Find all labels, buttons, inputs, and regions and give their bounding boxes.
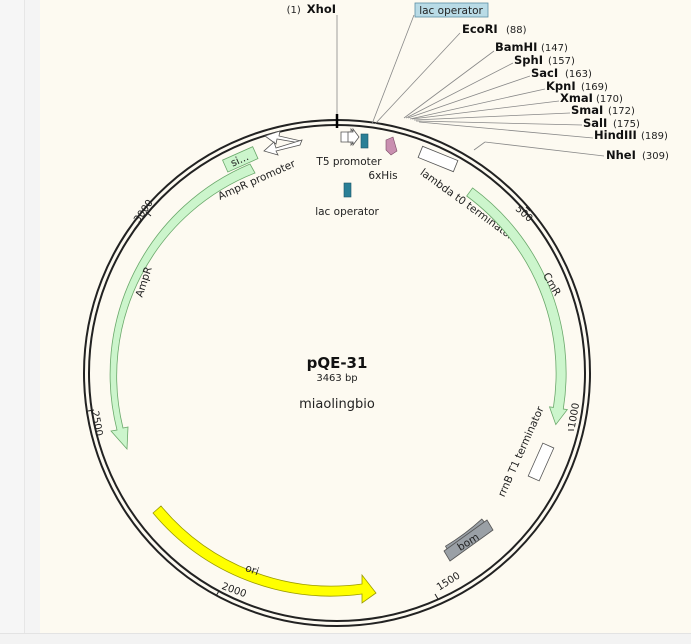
svg-text:SmaI: SmaI (571, 103, 603, 117)
svg-text:(163): (163) (565, 69, 592, 80)
t5-promoter-arrow-2 (347, 127, 360, 147)
position-ticks (87, 206, 574, 600)
site-sali: SalI (175) (583, 116, 640, 130)
site-smai: SmaI (172) (571, 103, 635, 117)
rrnb-t1-block (527, 442, 555, 482)
svg-text:XmaI: XmaI (560, 91, 593, 105)
site-nhei: NheI (309) (606, 148, 669, 162)
svg-text:SalI: SalI (583, 116, 607, 130)
site-bamhi: BamHI (147) (495, 40, 568, 54)
bottom-margin (0, 633, 691, 644)
tick-2000: 2000 (220, 581, 248, 600)
his-tag-label: 6xHis (368, 170, 397, 182)
site-xmai: XmaI(170) (560, 91, 623, 105)
svg-text:(172): (172) (608, 106, 635, 117)
svg-text:(309): (309) (642, 151, 669, 162)
site-xhoi: (1)XhoI (287, 2, 336, 16)
left-divider (24, 0, 25, 643)
svg-text:KpnI: KpnI (546, 79, 576, 93)
lac-operator-top-label: lac operator (419, 5, 483, 17)
svg-text:SacI: SacI (531, 66, 558, 80)
site-saci: SacI (163) (531, 66, 592, 80)
site-leaders (336, 14, 605, 157)
lambda-t0-block (417, 145, 459, 173)
lac-operator-block-top (360, 133, 369, 149)
his-tag-arrow (385, 136, 398, 156)
map-canvas (40, 0, 691, 633)
tick-500: 500 (513, 204, 535, 225)
svg-text:(170): (170) (596, 94, 623, 105)
site-hindiii: HindIII (189) (594, 128, 668, 142)
svg-text:EcoRI: EcoRI (462, 22, 498, 36)
site-sphi: SphI (157) (514, 53, 575, 67)
svg-text:(157): (157) (548, 56, 575, 67)
svg-text:HindIII: HindIII (594, 128, 637, 142)
tick-3000: 3000 (132, 198, 156, 225)
plasmid-note: miaolingbio (299, 397, 375, 412)
tick-1000: 1000 (567, 402, 582, 429)
ampr-arrow (109, 163, 256, 451)
svg-text:(175): (175) (613, 119, 640, 130)
plasmid-length: 3463 bp (316, 373, 357, 384)
svg-text:NheI: NheI (606, 148, 636, 162)
restriction-sites: (1)XhoI EcoRI (88) BamHI (147) SphI (157) S… (287, 2, 669, 162)
bom-block-fill (443, 519, 494, 562)
ori-label: ori (244, 562, 261, 578)
lambda-t0-label: lambda t0 terminator (418, 167, 517, 243)
tick-2500: 2500 (89, 410, 104, 437)
svg-text:(169): (169) (581, 82, 608, 93)
cmr-arrow (466, 187, 569, 426)
lac-operator-block-inner (343, 182, 352, 198)
svg-text:BamHI: BamHI (495, 40, 537, 54)
site-ecori: EcoRI (88) (462, 22, 527, 36)
lac-operator-label-box (414, 2, 489, 18)
svg-text:(88): (88) (506, 25, 527, 36)
t5-promoter-label: T5 promoter (315, 156, 382, 168)
svg-text:SphI: SphI (514, 53, 543, 67)
ampr-promoter-arrow (264, 130, 302, 145)
lac-operator-inner-label: lac operator (315, 206, 379, 218)
plasmid-name: pQE-31 (307, 354, 368, 372)
left-margin (0, 0, 24, 643)
site-kpni: KpnI (169) (546, 79, 608, 93)
ori-arrow (152, 505, 377, 604)
ampr-promoter-body (263, 139, 303, 156)
signal-block (222, 146, 259, 173)
svg-text:(147): (147) (541, 43, 568, 54)
svg-text:(189): (189) (641, 131, 668, 142)
